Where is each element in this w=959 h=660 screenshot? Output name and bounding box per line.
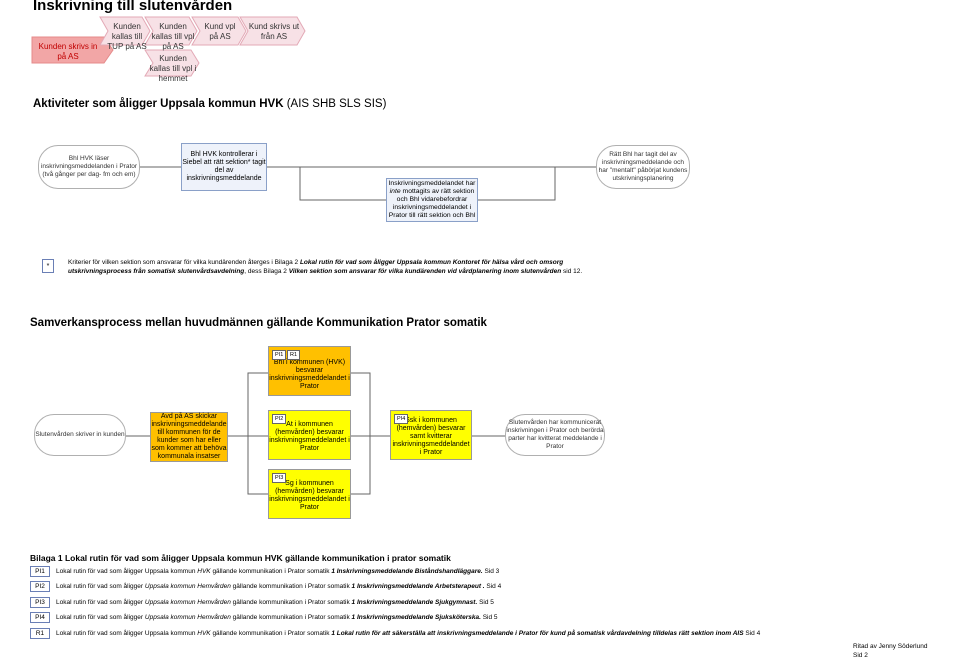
bilaga-code: PI2 <box>30 580 50 592</box>
step-chevron-3 <box>144 16 198 46</box>
samverkan-heading: Samverkansprocess mellan huvudmännen gäl… <box>30 317 487 329</box>
footer-page: Sid 2 <box>853 652 868 659</box>
process-chevrons <box>31 16 306 77</box>
bhl-answers: PI1 R1 Bhl i kommunen (HVK) besvarar ins… <box>268 346 351 396</box>
code-tag-pi4: PI4 <box>394 414 409 424</box>
step-chevron-5 <box>239 16 306 46</box>
avd-sends-message: Avd på AS skickar inskrivningsmeddelande… <box>150 412 228 462</box>
bilaga-code: PI1 <box>30 565 50 577</box>
bilaga-code: R1 <box>30 627 50 639</box>
sg-answers: PI3 Sg i kommunen (hemvården) besvarar i… <box>268 469 351 519</box>
bilaga-code: PI4 <box>30 611 50 623</box>
activities-connectors <box>140 166 596 201</box>
samverkan-connectors <box>126 372 505 495</box>
activity-forward-message: Inskrivningsmeddelandet har inte mottagi… <box>386 178 478 222</box>
step-label-4: Kund vpl på AS <box>204 22 236 41</box>
step-label-2: Kunden kallas till TUP på AS <box>107 22 147 51</box>
bilaga-code: PI3 <box>30 596 50 608</box>
bilaga-text: Lokal rutin för vad som åligger Uppsala … <box>56 582 502 590</box>
bilaga-text: Lokal rutin för vad som åligger Uppsala … <box>56 598 494 606</box>
step-chevron-4 <box>191 16 247 46</box>
code-tag-pi3: PI3 <box>272 473 287 483</box>
step-chevron-6 <box>144 49 200 77</box>
start-slutenvard: Slutenvården skriver in kunden <box>34 414 126 456</box>
bilaga-row: PI2 Lokal rutin för vad som åligger Upps… <box>30 580 501 592</box>
at-answers: PI2 At i kommunen (hemvården) besvarar i… <box>268 410 351 460</box>
bilaga-row: PI3 Lokal rutin för vad som åligger Upps… <box>30 596 494 608</box>
bilaga-text: Lokal rutin för vad som åligger Uppsala … <box>56 567 500 575</box>
step-label-1: Kunden skrivs in på AS <box>38 42 98 61</box>
code-tag-pi1: PI1 <box>272 350 287 360</box>
step-chevron-2 <box>99 16 151 46</box>
bilaga-heading: Bilaga 1 Lokal rutin för vad som åligger… <box>30 553 451 563</box>
bilaga-row: R1 Lokal rutin för vad som åligger Uppsa… <box>30 627 760 639</box>
code-tag-r1: R1 <box>287 350 301 360</box>
criteria-marker: * <box>42 259 54 273</box>
bilaga-row: PI4 Lokal rutin för vad som åligger Upps… <box>30 611 498 623</box>
code-tag-pi2: PI2 <box>272 414 287 424</box>
page-title: Inskrivning till slutenvården <box>33 0 233 14</box>
step-chevron-1 <box>31 36 114 64</box>
footer-author: Ritad av Jenny Söderlund <box>853 643 928 650</box>
bilaga-row: PI1 Lokal rutin för vad som åligger Upps… <box>30 565 499 577</box>
activity-check-siebel: Bhl HVK kontrollerar i Siebel att rätt s… <box>181 143 267 191</box>
end-slutenvard: Slutenvården har kommunicerat inskrivnin… <box>505 414 605 456</box>
bilaga-text: Lokal rutin för vad som åligger Uppsala … <box>56 613 498 621</box>
step-label-5: Kund skrivs ut från AS <box>248 22 300 41</box>
step-label-6: Kunden kallas till vpl i hemmet <box>149 54 197 83</box>
step-label-3: Kunden kallas till vpl på AS <box>151 22 195 51</box>
activities-heading: Aktiviteter som åligger Uppsala kommun H… <box>33 98 387 110</box>
bilaga-text: Lokal rutin för vad som åligger Uppsala … <box>56 629 761 637</box>
activity-planning-started: Rätt Bhl har tagit del av inskrivningsme… <box>596 145 690 189</box>
activity-read-messages: Bhl HVK läser inskrivningsmeddelanden i … <box>38 145 140 189</box>
criteria-note: Kriterier för vilken sektion som ansvara… <box>68 259 583 275</box>
ssk-answers: PI4 Ssk i kommunen (hemvården) besvarar … <box>390 410 472 460</box>
